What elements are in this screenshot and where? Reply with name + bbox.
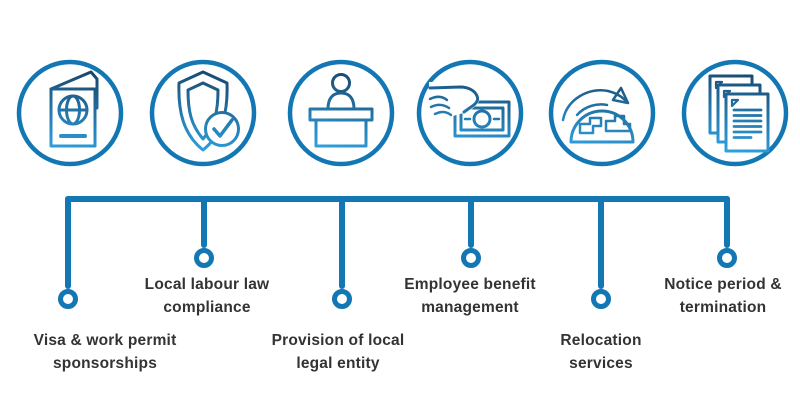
documents-icon [681, 59, 789, 167]
connector-node-6 [717, 248, 737, 268]
connector-node-3 [332, 289, 352, 309]
connector-line-6 [724, 196, 730, 248]
connector-line-1 [65, 196, 71, 289]
item-label-labour-law: Local labour law compliance [144, 276, 270, 316]
item-label-legal-entity: Provision of local legal entity [271, 332, 405, 372]
connector-node-5 [591, 289, 611, 309]
shield-check-icon [149, 59, 257, 167]
hand-money-icon [416, 59, 524, 167]
passport-icon [16, 59, 124, 167]
connector-line-5 [598, 196, 604, 289]
connector-node-2 [194, 248, 214, 268]
person-desk-icon [287, 59, 395, 167]
item-label-notice-period: Notice period & termination [664, 276, 782, 316]
timeline-bar [65, 196, 730, 202]
connector-line-2 [201, 196, 207, 248]
globe-arrows-icon [548, 59, 656, 167]
item-label-employee-benefit: Employee benefit management [404, 276, 536, 316]
connector-line-4 [468, 196, 474, 248]
item-label-relocation: Relocation services [560, 332, 642, 372]
connector-line-3 [339, 196, 345, 289]
connector-node-4 [461, 248, 481, 268]
connector-node-1 [58, 289, 78, 309]
item-label-visa-work-permit: Visa & work permit sponsorships [33, 332, 177, 372]
